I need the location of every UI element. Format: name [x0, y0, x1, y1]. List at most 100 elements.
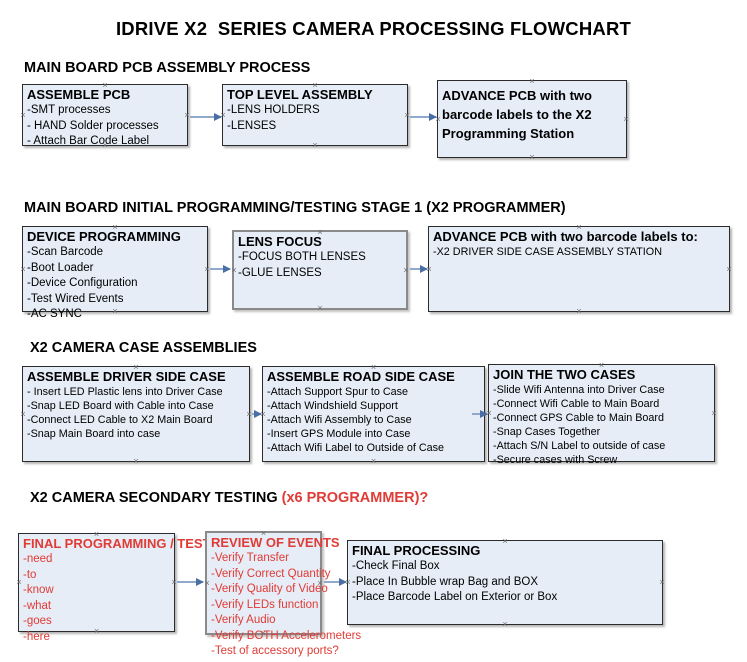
box-line: -Attach Support Spur to Case — [267, 386, 409, 398]
section-heading-main-board-initial-programming: MAIN BOARD INITIAL PROGRAMMING/TESTING S… — [24, 200, 566, 216]
box-line-overflow: -Test of accessory ports? — [211, 645, 339, 657]
page-title: IDRIVE X2 SERIES CAMERA PROCESSING FLOWC… — [115, 18, 632, 39]
box-advance-pcb-driver-side[interactable]: ADVANCE PCB with two barcode labels to: … — [428, 226, 730, 312]
connector-handle-left[interactable] — [434, 115, 443, 124]
section-heading-text: X2 CAMERA SECONDARY TESTING — [30, 490, 282, 506]
connector-handle-top[interactable] — [501, 537, 510, 546]
box-title: FINAL PROCESSING — [352, 543, 481, 558]
connector-handle-left[interactable] — [203, 579, 212, 588]
arrow-final-programming-to-review-of-events — [177, 577, 204, 586]
connector-handle-bottom[interactable] — [575, 307, 584, 316]
connector-handle-top[interactable] — [101, 81, 110, 90]
connector-handle-top[interactable] — [92, 530, 101, 539]
connector-handle-left[interactable] — [19, 410, 28, 419]
box-line: -Connect LED Cable to X2 Main Board — [27, 414, 213, 426]
box-line: -Verify Quality of Video — [211, 583, 328, 595]
section-heading-x2-camera-secondary-testing: X2 CAMERA SECONDARY TESTING (x6 PROGRAMM… — [30, 490, 428, 506]
box-assemble-road-side-case[interactable]: ASSEMBLE ROAD SIDE CASE -Attach Support … — [262, 366, 485, 462]
box-title: ADVANCE PCB with two barcode labels to: — [433, 229, 698, 244]
connector-handle-bottom[interactable] — [501, 620, 510, 629]
connector-handle-top[interactable] — [597, 361, 606, 370]
connector-handle-top[interactable] — [259, 529, 268, 538]
box-final-processing[interactable]: FINAL PROCESSING -Check Final Box -Place… — [347, 540, 663, 625]
connector-handle-top[interactable] — [111, 223, 120, 232]
box-line: -Verify Correct Quantity — [211, 567, 331, 580]
box-join-the-two-cases[interactable]: JOIN THE TWO CASES -Slide Wifi Antenna i… — [485, 361, 715, 466]
box-line: -goes — [23, 615, 52, 627]
connector-handle-bottom[interactable] — [311, 141, 320, 150]
box-line: -here — [23, 630, 50, 643]
connector-handle-left[interactable] — [19, 265, 28, 274]
box-line: -what — [23, 599, 52, 612]
box-title: ASSEMBLE DRIVER SIDE CASE — [27, 369, 226, 384]
box-device-programming[interactable]: DEVICE PROGRAMMING -Scan Barcode -Boot L… — [19, 223, 208, 320]
connector-handle-bottom[interactable] — [111, 307, 120, 316]
connector-handle-left[interactable] — [425, 265, 434, 274]
box-review-of-events[interactable]: REVIEW OF EVENTS -Verify Transfer -Verif… — [203, 529, 361, 657]
connector-handle-left[interactable] — [485, 409, 494, 418]
box-line: -Test Wired Events — [27, 292, 124, 305]
connector-handle-left[interactable] — [230, 266, 239, 275]
box-line: -Snap Cases Together — [493, 426, 601, 438]
connector-handle-bottom[interactable] — [597, 457, 606, 466]
connector-handle-top[interactable] — [575, 223, 584, 232]
connector-handle-right[interactable] — [622, 115, 631, 124]
box-title: LENS FOCUS — [238, 234, 322, 249]
box-line: -Attach Wifi Assembly to Case — [267, 414, 412, 426]
box-line: -Verify Transfer — [211, 552, 289, 564]
connector-handle-right[interactable] — [725, 265, 734, 274]
box-title: REVIEW OF EVENTS — [211, 535, 340, 550]
box-line: -LENS HOLDERS — [227, 104, 320, 116]
box-line: -Verify LEDs function — [211, 598, 319, 611]
connector-handle-right[interactable] — [710, 409, 719, 418]
connector-handle-bottom[interactable] — [101, 141, 110, 150]
connector-handle-bottom[interactable] — [369, 457, 378, 466]
box-title: DEVICE PROGRAMMING — [27, 229, 181, 244]
connector-handle-bottom[interactable] — [92, 627, 101, 636]
connector-handle-bottom[interactable] — [316, 304, 325, 313]
connector-handle-bottom[interactable] — [132, 457, 141, 466]
box-line: -Attach Windshield Support — [267, 400, 398, 412]
connector-handle-top[interactable] — [132, 363, 141, 372]
box-line: -Place In Bubble wrap Bag and BOX — [352, 575, 539, 588]
box-advance-pcb-programming-station[interactable]: ADVANCE PCB with two barcode labels to t… — [437, 80, 627, 158]
section-heading-text: MAIN BOARD PCB ASSEMBLY PROCESS — [24, 60, 311, 76]
section-heading-main-board-pcb-assembly: MAIN BOARD PCB ASSEMBLY PROCESS — [24, 60, 310, 76]
connector-handle-left[interactable] — [344, 578, 353, 587]
connector-handle-top[interactable] — [316, 228, 325, 237]
connector-handle-right[interactable] — [403, 111, 412, 120]
connector-handle-right[interactable] — [658, 578, 667, 587]
box-line: -GLUE LENSES — [238, 266, 322, 279]
connector-handle-left[interactable] — [15, 578, 24, 587]
connector-handle-bottom[interactable] — [259, 629, 268, 638]
box-final-programming-testing[interactable]: FINAL PROGRAMMING / TESTING -need -to -k… — [15, 530, 234, 643]
box-line: -know — [23, 584, 54, 596]
box-line: -Boot Loader — [27, 261, 94, 274]
section-heading-x2-camera-case-assemblies: X2 CAMERA CASE ASSEMBLIES — [30, 340, 257, 356]
connector-handle-left[interactable] — [19, 111, 28, 120]
box-line: -Snap LED Board with Cable into Case — [27, 400, 214, 412]
connector-handle-top[interactable] — [369, 363, 378, 372]
box-line: -FOCUS BOTH LENSES — [238, 251, 366, 263]
box-line: -need — [23, 553, 53, 565]
connector-handle-right[interactable] — [402, 266, 411, 275]
box-assemble-pcb[interactable]: ASSEMBLE PCB -SMT processes - HAND Solde… — [19, 81, 188, 147]
connector-handle-right[interactable] — [183, 111, 192, 120]
connector-handle-left[interactable] — [259, 410, 268, 419]
box-top-level-assembly[interactable]: TOP LEVEL ASSEMBLY -LENS HOLDERS -LENSES — [222, 84, 408, 146]
connector-handle-left[interactable] — [219, 111, 228, 120]
box-lens-focus[interactable]: LENS FOCUS -FOCUS BOTH LENSES -GLUE LENS… — [232, 230, 408, 310]
arrow-assemble-pcb-to-top-level-assembly — [190, 112, 222, 121]
connector-handle-right[interactable] — [316, 579, 325, 588]
connector-handle-top[interactable] — [528, 77, 537, 86]
box-assemble-driver-side-case[interactable]: ASSEMBLE DRIVER SIDE CASE - Insert LED P… — [22, 366, 250, 462]
box-line: -SMT processes — [27, 104, 111, 116]
box-title: ADVANCE PCB with two barcode labels to t… — [442, 88, 592, 141]
connector-handle-bottom[interactable] — [528, 153, 537, 162]
box-line: -Snap Main Board into case — [27, 428, 161, 440]
box-line: -Slide Wifi Antenna into Driver Case — [493, 384, 665, 396]
box-line: -Connect GPS Cable to Main Board — [493, 412, 665, 424]
connector-handle-top[interactable] — [311, 81, 320, 90]
box-title: JOIN THE TWO CASES — [493, 367, 636, 382]
box-line: -to — [23, 568, 37, 581]
